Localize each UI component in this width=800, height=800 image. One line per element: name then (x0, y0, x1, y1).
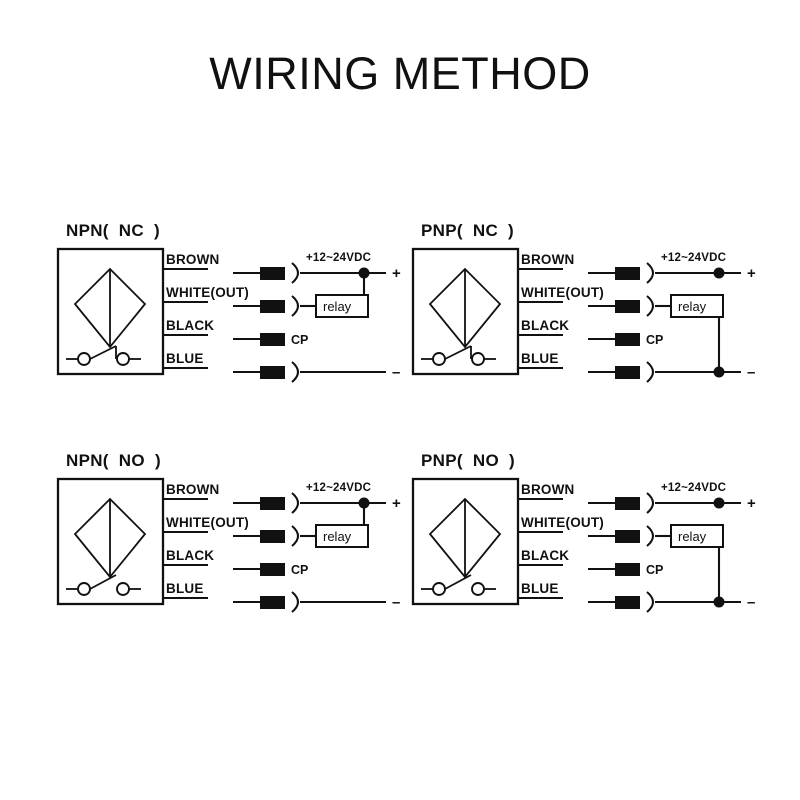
supply-voltage-label: +12~24VDC (306, 482, 371, 494)
contact-symbol-nc (66, 345, 141, 366)
wiring-diagram-pnp-no: PNP( NO ) BROWN WHITE(OUT) BLACK BLUE +1 (403, 451, 773, 677)
wire-label-black: BLACK (521, 318, 569, 333)
socket-arc-white (646, 295, 655, 317)
relay-box (315, 524, 369, 548)
relay-label: relay (678, 299, 707, 314)
wire-label-brown: BROWN (166, 252, 220, 267)
wire-label-black: BLACK (166, 548, 214, 563)
relay-label: relay (678, 529, 707, 544)
connector-plug-blue (260, 366, 285, 379)
wire-label-blue: BLUE (166, 581, 204, 596)
supply-voltage-label: +12~24VDC (306, 252, 371, 264)
relay-box (670, 524, 724, 548)
connector-plug-blue (615, 596, 640, 609)
sensor-body (56, 247, 165, 376)
wire-label-white: WHITE(OUT) (166, 285, 249, 300)
polarity-minus: – (747, 364, 755, 381)
diagram-title-npn-no: NPN( NO ) (66, 451, 161, 470)
wire-label-white: WHITE(OUT) (521, 285, 604, 300)
wiring-diagram-npn-nc: NPN( NC ) BROWN WHITE(OUT) BLACK BLUE (48, 221, 418, 447)
socket-arc-brown (646, 492, 655, 514)
sensor-body (411, 477, 520, 606)
socket-arc-brown (291, 262, 300, 284)
connector-plug-white (615, 530, 640, 543)
cp-label: CP (646, 333, 663, 347)
junction-dot-negative (713, 366, 725, 378)
connector-plug-white (260, 300, 285, 313)
junction-dot-negative (713, 596, 725, 608)
connector-plug-black (615, 563, 640, 576)
polarity-plus: + (392, 265, 401, 282)
wiring-diagram-npn-no: NPN( NO ) BROWN WHITE(OUT) BLACK BLUE +1 (48, 451, 418, 677)
connector-plug-brown (260, 497, 285, 510)
supply-voltage-label: +12~24VDC (661, 252, 726, 264)
wire-label-blue: BLUE (166, 351, 204, 366)
wire-label-white: WHITE(OUT) (166, 515, 249, 530)
wire-label-brown: BROWN (166, 482, 220, 497)
wire-label-white: WHITE(OUT) (521, 515, 604, 530)
diagram-title-pnp-nc: PNP( NC ) (421, 221, 515, 240)
page-title: WIRING METHOD (209, 48, 591, 99)
diagram-title-pnp-no: PNP( NO ) (421, 451, 515, 470)
contact-symbol-no (66, 574, 141, 596)
contact-symbol-no (421, 574, 496, 596)
connector-plug-black (615, 333, 640, 346)
connector-plug-white (260, 530, 285, 543)
polarity-plus: + (747, 495, 756, 512)
diagram-canvas-npn-nc: BROWN WHITE(OUT) BLACK BLUE +12~24VDC + … (56, 247, 401, 383)
connector-plug-black (260, 563, 285, 576)
relay-label: relay (323, 299, 352, 314)
socket-arc-blue (291, 361, 300, 383)
contact-symbol-nc (421, 345, 496, 366)
diagram-canvas-pnp-no: BROWN WHITE(OUT) BLACK BLUE +12~24VDC + … (411, 477, 756, 613)
socket-arc-brown (291, 492, 300, 514)
connector-plug-white (615, 300, 640, 313)
wiring-diagram-pnp-nc: PNP( NC ) BROWN WHITE(OUT) BLACK BLUE (403, 221, 773, 447)
polarity-minus: – (392, 594, 400, 611)
supply-voltage-label: +12~24VDC (661, 482, 726, 494)
socket-arc-white (291, 295, 300, 317)
polarity-plus: + (392, 495, 401, 512)
connector-plug-brown (615, 497, 640, 510)
wire-label-brown: BROWN (521, 482, 575, 497)
diagram-canvas-pnp-nc: BROWN WHITE(OUT) BLACK BLUE +12~24VDC + … (411, 247, 756, 383)
connector-plug-black (260, 333, 285, 346)
sensor-body (411, 247, 520, 376)
wire-label-brown: BROWN (521, 252, 575, 267)
sensor-body (56, 477, 165, 606)
diagram-title-npn-nc: NPN( NC ) (66, 221, 160, 240)
wire-label-blue: BLUE (521, 581, 559, 596)
relay-box (315, 294, 369, 318)
cp-label: CP (291, 333, 308, 347)
socket-arc-white (291, 525, 300, 547)
cp-label: CP (646, 563, 663, 577)
connector-plug-blue (615, 366, 640, 379)
socket-arc-blue (646, 591, 655, 613)
wire-label-black: BLACK (521, 548, 569, 563)
socket-arc-brown (646, 262, 655, 284)
wire-label-black: BLACK (166, 318, 214, 333)
connector-plug-brown (615, 267, 640, 280)
polarity-minus: – (747, 594, 755, 611)
cp-label: CP (291, 563, 308, 577)
relay-label: relay (323, 529, 352, 544)
wire-label-blue: BLUE (521, 351, 559, 366)
polarity-minus: – (392, 364, 400, 381)
polarity-plus: + (747, 265, 756, 282)
socket-arc-blue (291, 591, 300, 613)
socket-arc-white (646, 525, 655, 547)
relay-box (670, 294, 724, 318)
diagram-canvas-npn-no: BROWN WHITE(OUT) BLACK BLUE +12~24VDC + … (56, 477, 401, 613)
connector-plug-blue (260, 596, 285, 609)
connector-plug-brown (260, 267, 285, 280)
socket-arc-blue (646, 361, 655, 383)
